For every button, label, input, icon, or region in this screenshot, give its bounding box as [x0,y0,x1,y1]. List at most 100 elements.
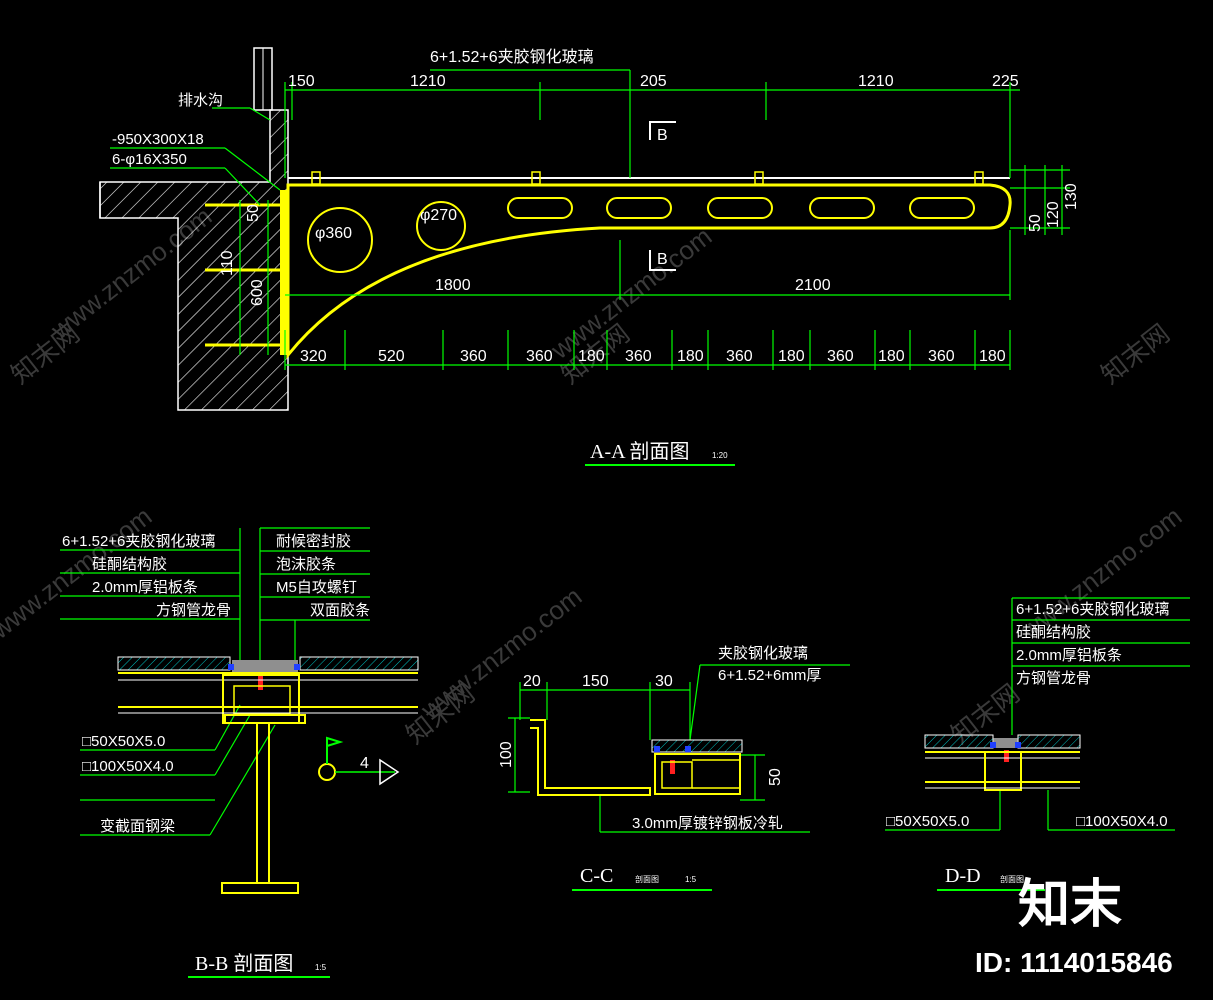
bb-glass-left [117,656,231,671]
section-dd-title: D-D [945,865,981,887]
cc-plate-label: 3.0mm厚镀锌钢板冷轧 [632,814,783,832]
cc-tube [654,753,741,795]
dd-glass-right [1017,734,1081,749]
dd-bottom-label-1: □50X50X5.0 [886,813,969,830]
watermark-brand-3: 知末网 [1095,318,1175,390]
hole-360 [307,207,373,273]
cantilever-beam [286,183,1012,360]
bb-bottom-label-2: □100X50X4.0 [82,758,174,775]
bb-glass-right [299,656,419,671]
hole-270 [416,201,466,251]
bb-gasket-right [294,664,300,670]
top-dimensions [284,69,1020,178]
dd-label-1: 6+1.52+6夹胶钢化玻璃 [1016,601,1169,618]
bb-detail-marker [318,763,336,781]
section-aa-scale: 1:20 [712,451,728,460]
bottom-dim-8: 360 [726,348,753,365]
brand-logo-text: 知末 [1018,875,1122,935]
section-cc: 20 150 30 100 50 夹胶钢化玻璃 6+1.52+6mm厚 3.0m… [498,645,850,891]
section-dd-subtitle: 剖面图 [1000,874,1024,884]
left-dim-3: 600 [249,279,266,306]
bb-right-label-1: 耐候密封胶 [276,533,351,550]
top-dim-1: 150 [288,73,315,90]
bb-left-label-3: 2.0mm厚铝板条 [92,578,198,596]
dd-label-4: 方钢管龙骨 [1016,670,1091,687]
image-id-text: ID: 1114015846 [975,947,1173,978]
cc-dim-2: 150 [582,673,609,690]
dd-label-2: 硅酮结构胶 [1016,624,1091,641]
section-bb: 6+1.52+6夹胶钢化玻璃 硅酮结构胶 2.0mm厚铝板条 方钢管龙骨 耐候密… [60,527,419,978]
bottom-dim-13: 180 [979,348,1006,365]
dd-glass-left [924,734,994,749]
hole-270-label: φ270 [420,207,457,224]
section-cc-scale: 1:5 [685,875,697,884]
bb-beam-top-flange [224,714,306,724]
mid-dim-1: 1800 [435,277,471,294]
mid-dim-2: 2100 [795,277,831,294]
brand-watermark: 知末 ID: 1114015846 [975,875,1173,978]
section-cc-title: C-C [580,865,613,887]
slot-3 [707,197,773,219]
cc-glass-label-1: 夹胶钢化玻璃 [718,645,808,662]
bottom-dim-9: 180 [778,348,805,365]
cut-marker-bottom: B [657,251,668,268]
left-dim-1: 50 [245,204,262,222]
cc-dim-3: 30 [655,673,673,690]
slot-2 [606,197,672,219]
watermark-brand-1: 知末网 [5,318,85,390]
bb-left-label-4: 方钢管龙骨 [156,602,231,619]
bb-sealant [258,676,263,690]
cc-side-dim-right: 50 [767,768,784,786]
bb-right-label-4: 双面胶条 [310,602,370,619]
dd-label-3: 2.0mm厚铝板条 [1016,646,1122,664]
cut-marker-top: B [657,127,668,144]
right-dim-1: 50 [1027,214,1044,232]
bb-left-label-1: 6+1.52+6夹胶钢化玻璃 [62,533,215,550]
dd-bottom-label-2: □100X50X4.0 [1076,813,1168,830]
bottom-dim-4: 360 [526,348,553,365]
bb-right-label-2: 泡沫胶条 [276,556,336,573]
top-dim-5: 225 [992,73,1019,90]
bottom-dim-11: 180 [878,348,905,365]
bottom-dim-12: 360 [928,348,955,365]
bb-left-label-2: 硅酮结构胶 [92,556,167,573]
bottom-dim-6: 360 [625,348,652,365]
bb-right-label-3: M5自攻螺钉 [276,579,357,596]
cc-dim-1: 20 [523,673,541,690]
top-dim-2: 1210 [410,73,446,90]
section-bb-title: B-B 剖面图 [195,952,293,975]
section-bb-scale: 1:5 [315,963,327,972]
section-aa-title: A-A 剖面图 [590,440,689,463]
section-dd: 6+1.52+6夹胶钢化玻璃 硅酮结构胶 2.0mm厚铝板条 方钢管龙骨 □50… [885,597,1190,891]
bottom-dim-10: 360 [827,348,854,365]
hole-360-label: φ360 [315,225,352,242]
drain-label: 排水沟 [178,92,223,109]
bottom-dim-7: 180 [677,348,704,365]
bottom-dim-line [284,330,1011,370]
section-cc-subtitle: 剖面图 [635,874,659,884]
dd-tube [984,751,1022,791]
glass-label: 6+1.52+6夹胶钢化玻璃 [430,48,594,66]
cc-glass-label-2: 6+1.52+6mm厚 [718,667,821,684]
bb-beam-bottom-flange [221,882,299,894]
embed-plate [280,190,288,355]
bb-beam-web [256,722,270,884]
left-dim-2: 110 [219,250,236,276]
plate-label: -950X300X18 [112,131,204,148]
bottom-dim-2: 520 [378,348,405,365]
cc-gutter [530,719,651,796]
bb-bottom-label-3: 变截面钢梁 [100,818,175,835]
section-aa: φ360 φ270 6+1.52+6夹胶钢化玻璃 150 1210 205 12… [99,47,1080,466]
bb-marker-label: 4 [360,755,369,772]
top-dim-3: 205 [640,73,667,90]
cc-side-dim: 100 [498,741,515,768]
right-dim-3: 130 [1063,183,1080,210]
slot-1 [507,197,573,219]
right-dim-2: 120 [1045,201,1062,228]
bb-bottom-label-1: □50X50X5.0 [82,733,165,750]
bolt-label: 6-φ16X350 [112,151,187,168]
slot-5 [909,197,975,219]
bottom-dim-5: 180 [578,348,605,365]
bb-gasket-left [228,664,234,670]
